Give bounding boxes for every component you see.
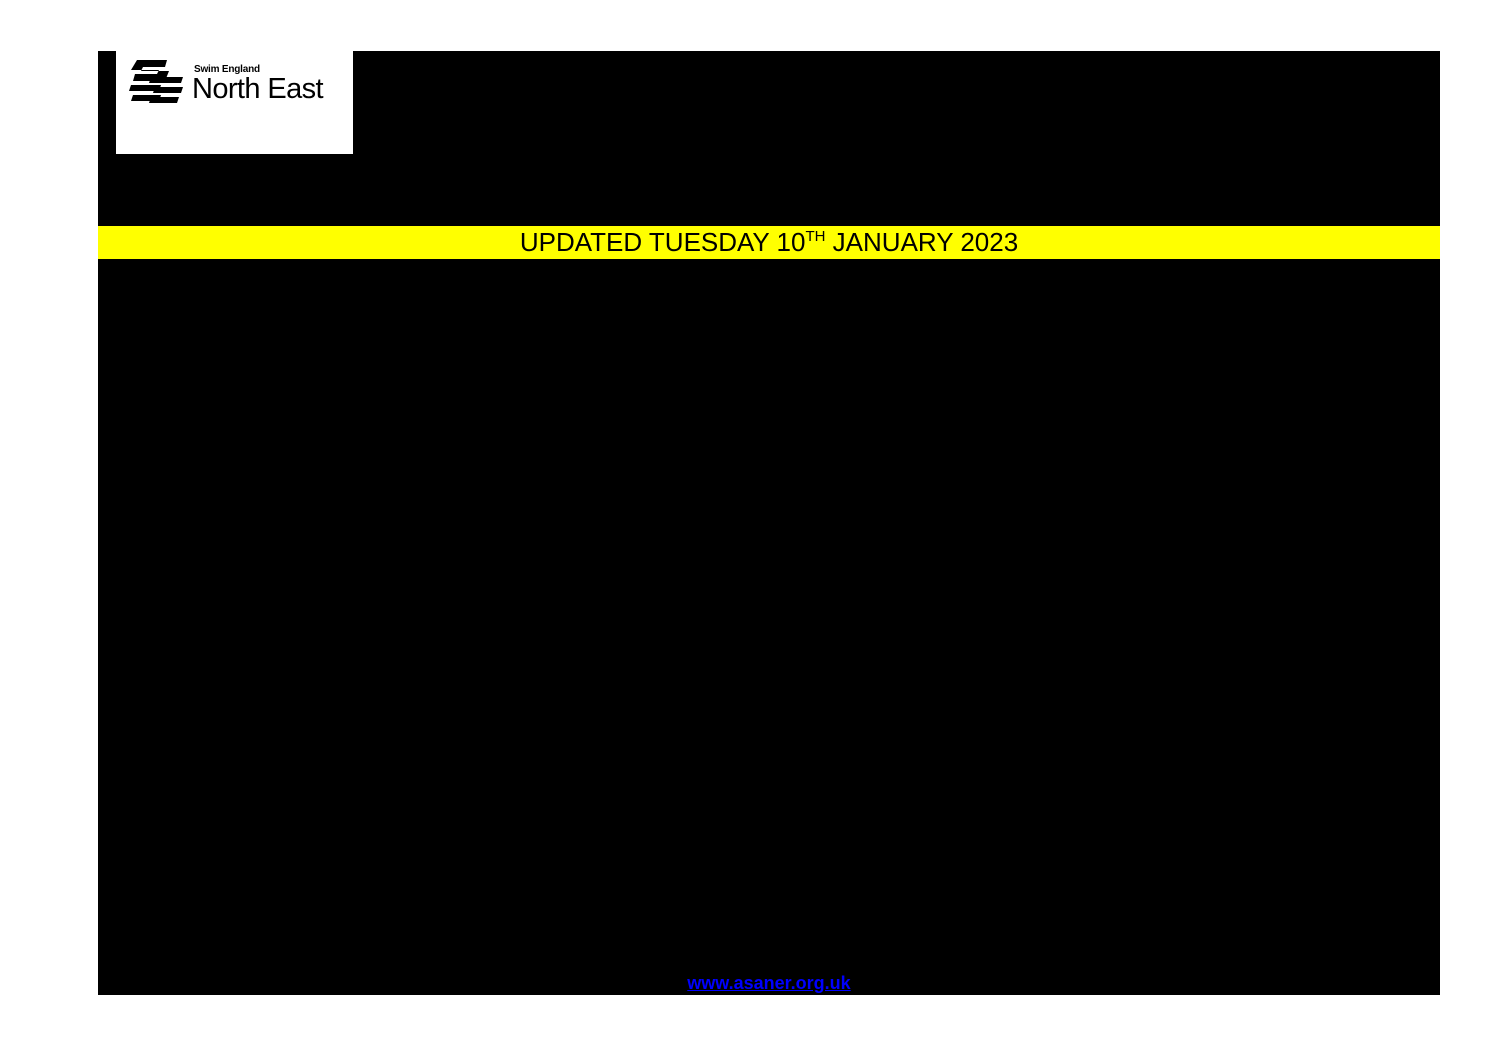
update-text-main: UPDATED TUESDAY 10 [519,227,806,257]
update-text: UPDATED TUESDAY 10TH JANUARY 2023 [520,227,1018,257]
update-text-date: JANUARY 2023 [825,227,1019,257]
logo-small-text: Swim England [194,64,260,75]
content-panel [98,51,1440,995]
logo-large-text: North East [192,73,324,105]
swim-england-logo-icon [129,60,183,103]
update-banner: UPDATED TUESDAY 10TH JANUARY 2023 [98,226,1440,259]
update-text-superscript: TH [805,228,826,245]
website-link[interactable]: www.asaner.org.uk [687,973,851,993]
